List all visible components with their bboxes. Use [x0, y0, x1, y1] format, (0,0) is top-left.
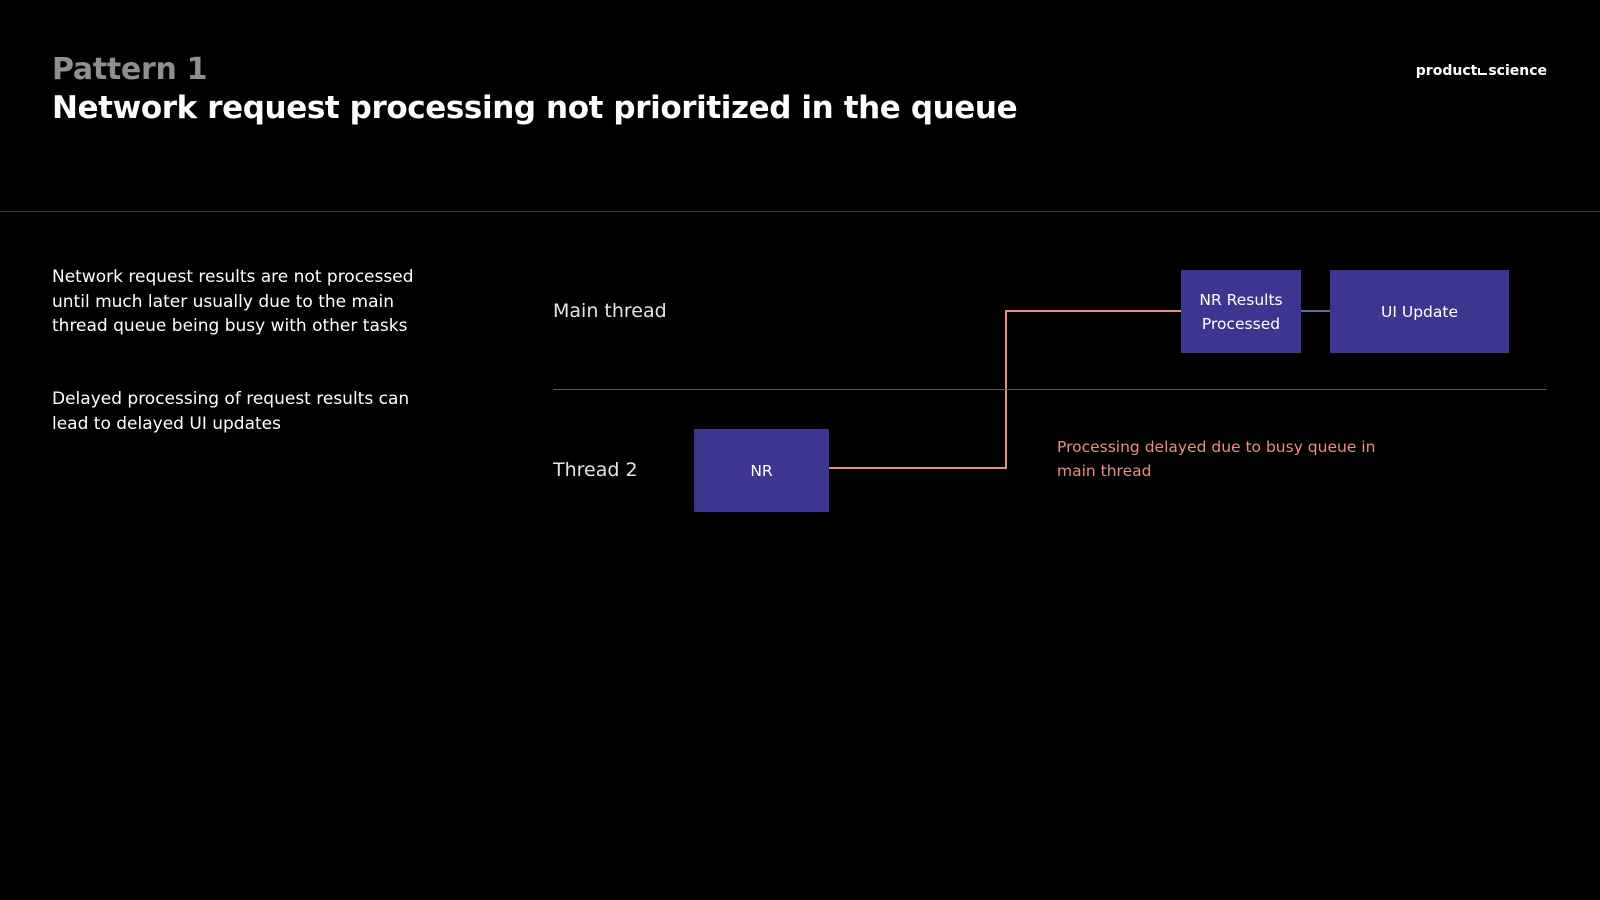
description-paragraph-1: Network request results are not processe…: [52, 267, 414, 336]
task-box-nr: NR: [694, 429, 829, 512]
task-box-nr-label: NR: [750, 461, 773, 480]
task-box-nr-results-processed: NR Results Processed: [1181, 270, 1301, 353]
delay-annotation: Processing delayed due to busy queue in …: [1057, 438, 1376, 480]
brand-logo-left: product: [1415, 63, 1478, 79]
task-box-ui-update: UI Update: [1330, 270, 1509, 353]
pattern-label: Pattern 1: [52, 52, 208, 87]
brand-logo-right: science: [1488, 63, 1547, 79]
header-divider: [0, 211, 1600, 212]
brand-logo: product science: [1416, 63, 1547, 79]
brand-separator-icon: [1478, 68, 1488, 75]
description-paragraph-2: Delayed processing of request results ca…: [52, 389, 410, 434]
task-box-nr-results-label: NR Results Processed: [1199, 290, 1283, 333]
lane-divider: [553, 389, 1547, 390]
task-box-ui-update-label: UI Update: [1381, 302, 1458, 321]
lane-label-thread-2: Thread 2: [553, 459, 638, 481]
lane-label-main-thread: Main thread: [553, 300, 667, 322]
slide-title: Network request processing not prioritiz…: [52, 90, 1018, 126]
